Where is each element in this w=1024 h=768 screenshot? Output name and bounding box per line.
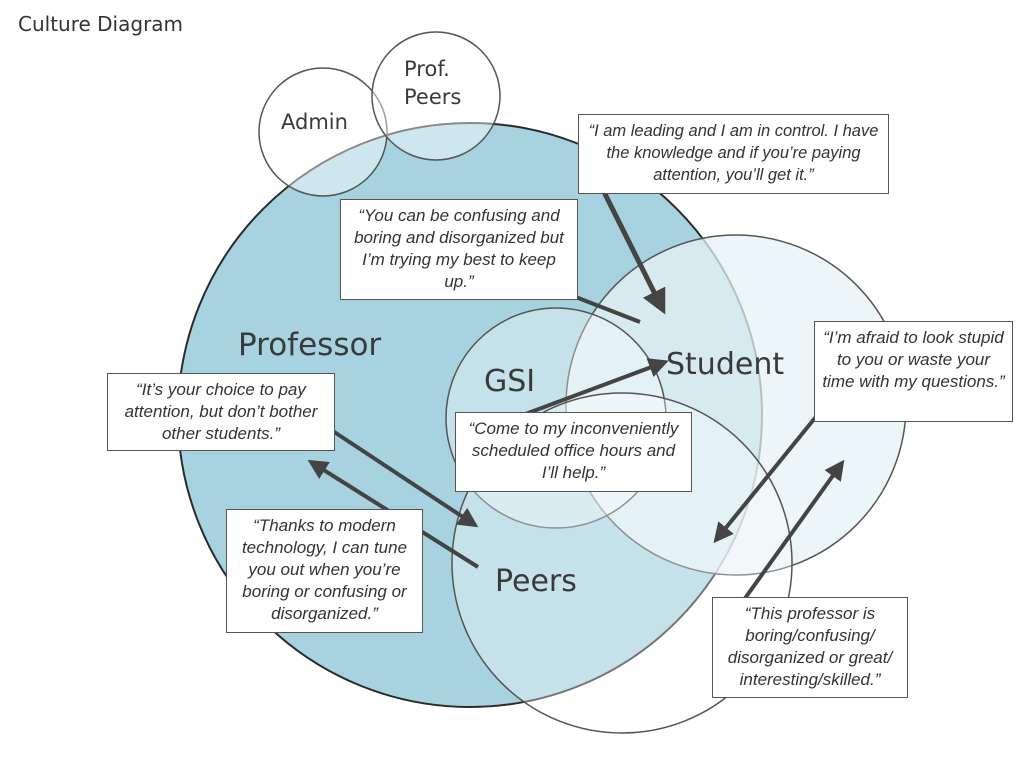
quote-student-to-peers: “I’m afraid to look stupid to you or was… <box>814 321 1013 422</box>
admin-label: Admin <box>281 110 348 134</box>
peers-label: Peers <box>495 564 577 599</box>
student-label: Student <box>666 347 784 382</box>
professor-label: Professor <box>238 327 381 363</box>
prof-peers-label-line2: Peers <box>404 85 461 109</box>
quote-student-to-professor: “You can be confusing and boring and dis… <box>340 199 578 300</box>
quote-peers-to-professor: “Thanks to modern technology, I can tune… <box>226 509 423 633</box>
prof-peers-circle <box>371 31 501 161</box>
arrow-peers-to-student <box>736 459 845 610</box>
quote-professor-to-student: “I am leading and I am in control. I hav… <box>578 114 889 194</box>
prof-peers-label-line1: Prof. <box>404 57 450 81</box>
quote-professor-to-peers: “It’s your choice to pay attention, but … <box>107 373 335 451</box>
admin-circle <box>258 67 388 197</box>
quote-gsi-to-student: “Come to my inconveniently scheduled off… <box>455 412 692 492</box>
quote-peers-to-student: “This professor is boring/confusing/ dis… <box>712 597 908 698</box>
gsi-label: GSI <box>484 364 535 399</box>
page-title: Culture Diagram <box>18 12 184 36</box>
